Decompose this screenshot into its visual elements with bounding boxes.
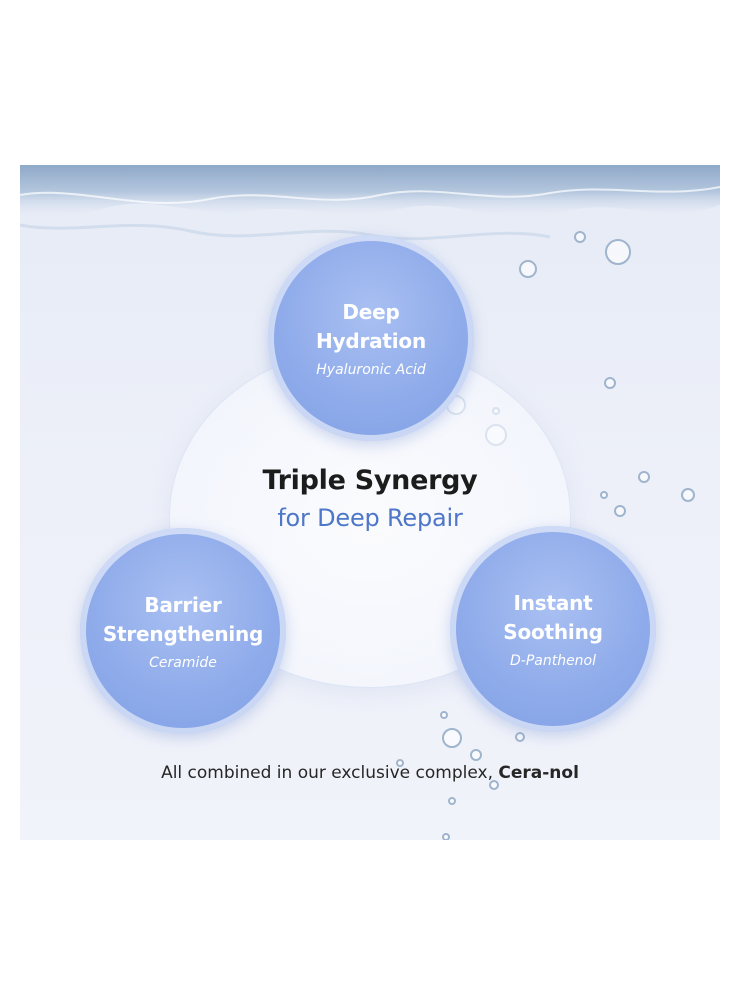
synergy-title: Triple Synergy — [262, 465, 478, 496]
benefit-title-line: Deep — [342, 300, 400, 324]
benefit-title-line: Soothing — [503, 620, 603, 644]
infographic-panel: Triple Synergy for Deep Repair Deep Hydr… — [20, 165, 720, 840]
benefit-title: Instant Soothing — [503, 589, 603, 647]
water-surface-graphic — [20, 165, 720, 241]
benefit-circle-hydration: Deep Hydration Hyaluronic Acid — [268, 235, 474, 441]
benefit-title-line: Strengthening — [102, 622, 264, 646]
benefit-title: Barrier Strengthening — [102, 591, 264, 649]
benefit-ingredient: Ceramide — [149, 655, 217, 671]
benefit-title: Deep Hydration — [316, 298, 426, 356]
footer-brand: Cera-nol — [498, 763, 579, 783]
benefit-circle-barrier: Barrier Strengthening Ceramide — [80, 528, 286, 734]
benefit-ingredient: D-Panthenol — [509, 653, 597, 669]
benefit-circle-soothing: Instant Soothing D-Panthenol — [450, 526, 656, 732]
benefit-title-line: Instant — [513, 591, 593, 615]
benefit-title-line: Hydration — [315, 329, 427, 353]
synergy-subtitle: for Deep Repair — [277, 504, 463, 532]
benefit-title-line: Barrier — [144, 593, 222, 617]
benefit-ingredient: Hyaluronic Acid — [316, 362, 426, 378]
footer-caption-text: All combined in our exclusive complex, — [161, 763, 499, 783]
footer-caption: All combined in our exclusive complex, C… — [20, 763, 720, 783]
synergy-heading: Triple Synergy for Deep Repair — [170, 465, 570, 532]
